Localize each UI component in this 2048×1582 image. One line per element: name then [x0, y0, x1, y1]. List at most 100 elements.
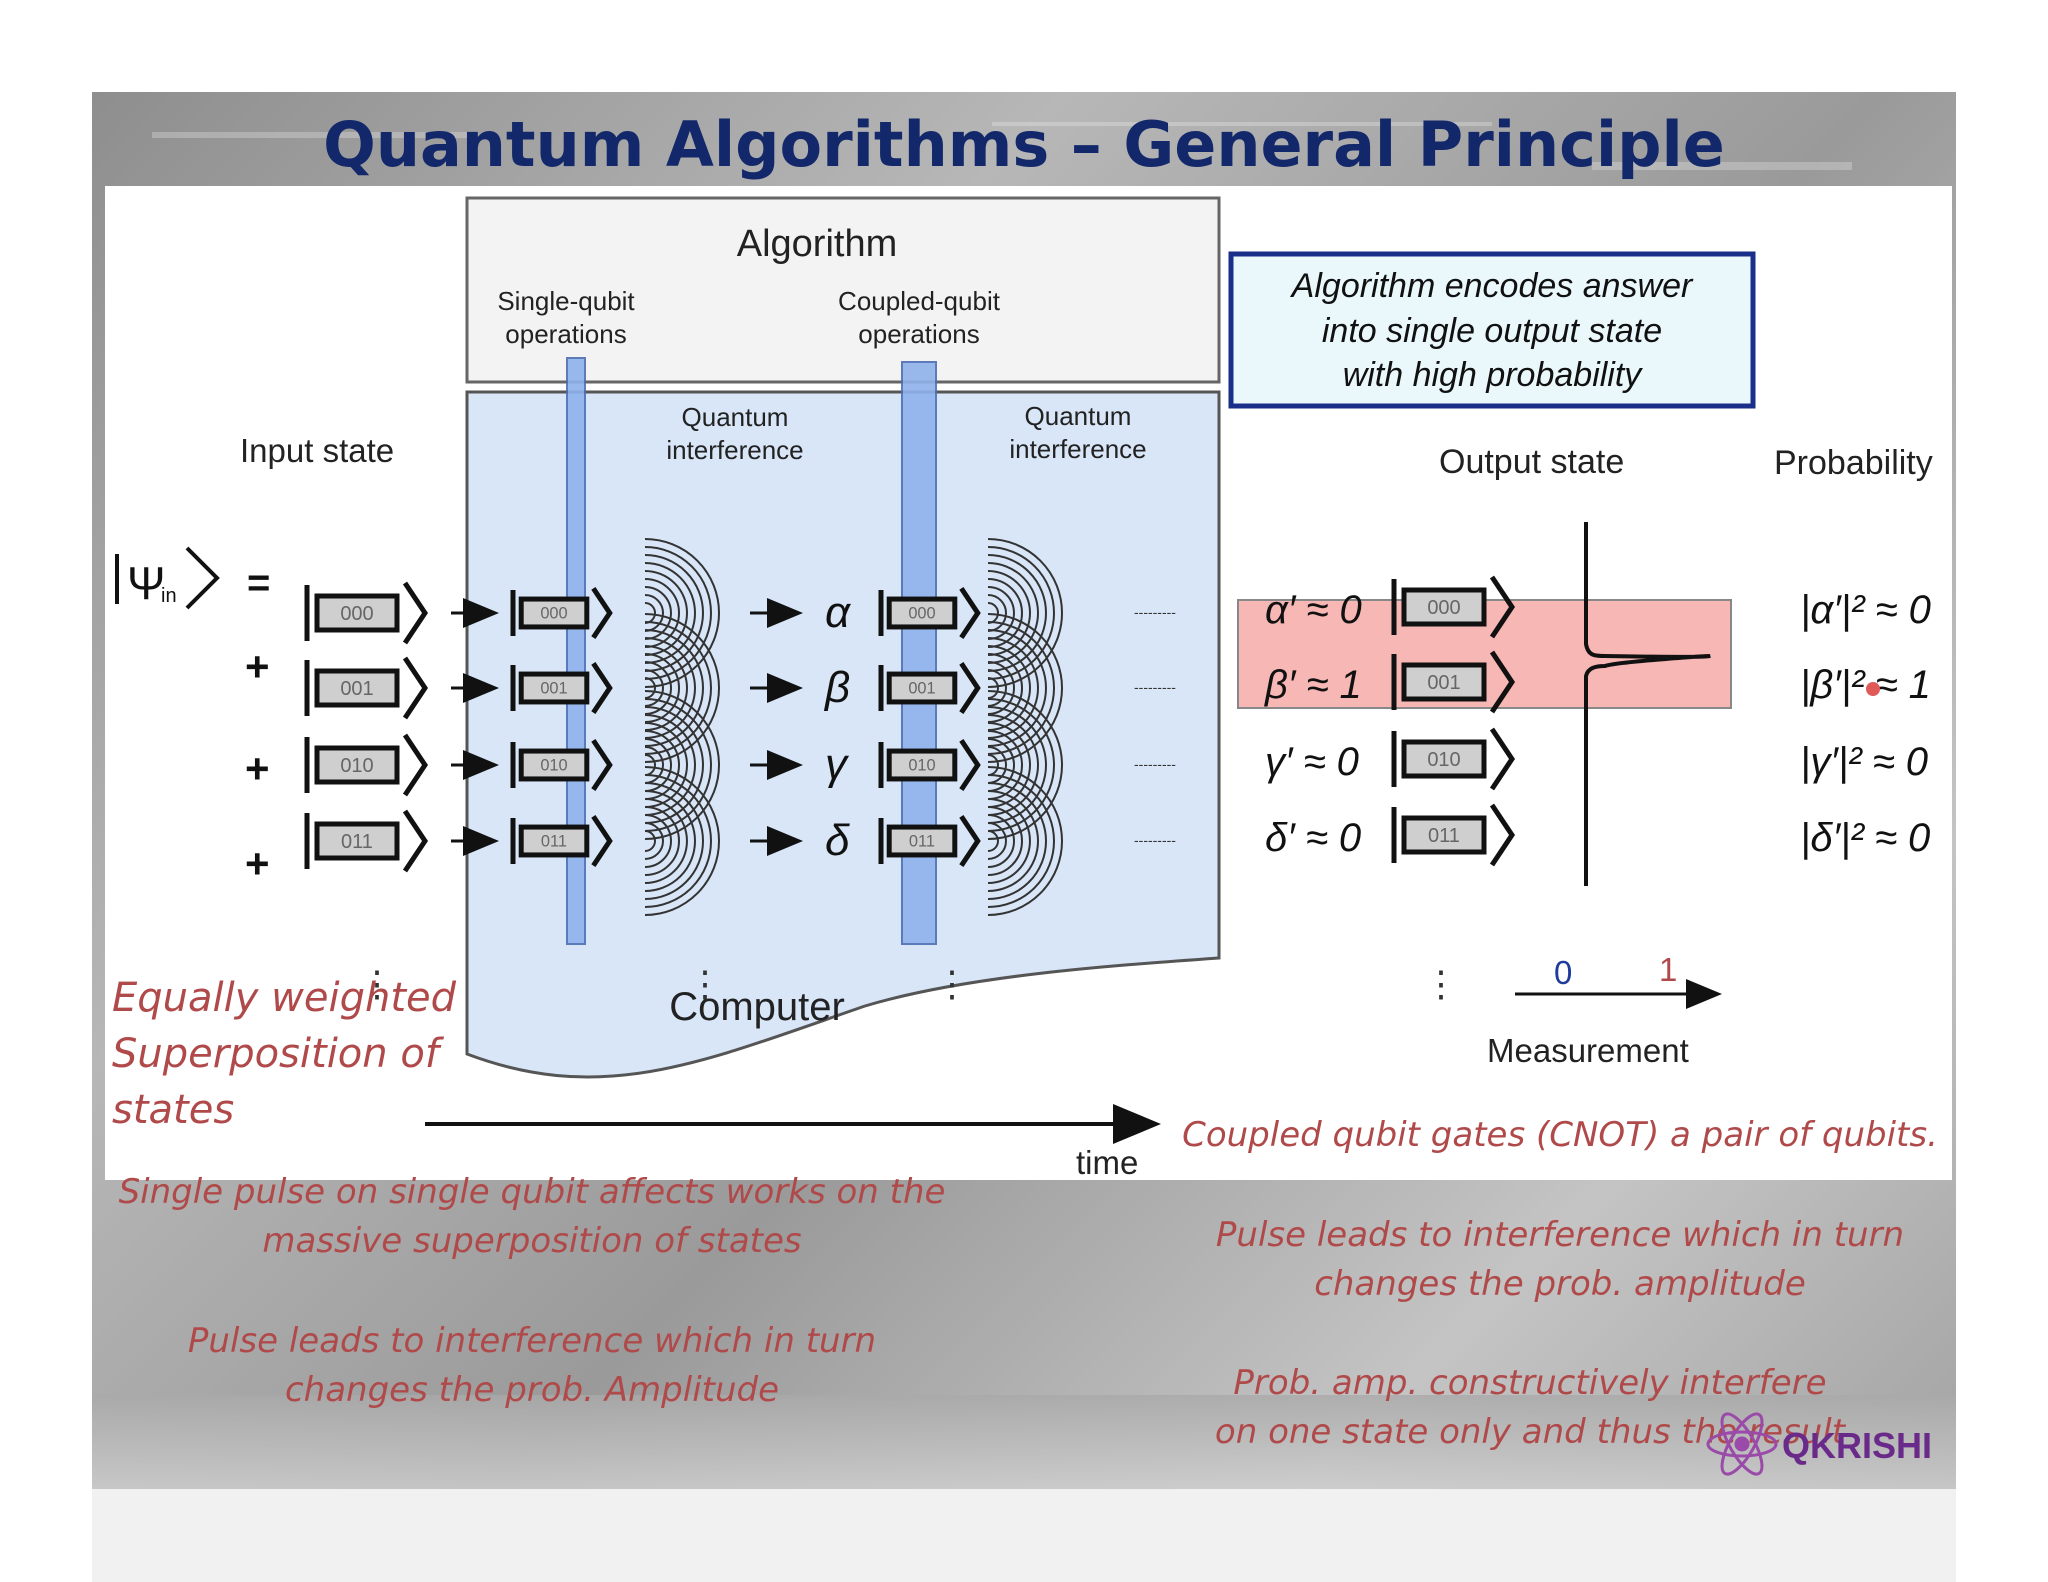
output-ket-000: 000 [1391, 575, 1516, 639]
diagram-panel: Algorithm Single-qubit operations Couple… [105, 186, 1952, 1181]
ket-bracket [959, 662, 981, 714]
output-ket-011: 011 [1391, 803, 1516, 867]
single-op-ket-000: 000 [510, 587, 613, 639]
measurement-line [1584, 522, 1711, 886]
time-label: time [1076, 1144, 1138, 1180]
ket-bracket [1489, 575, 1516, 639]
probability-3: |δ′|² ≈ 0 [1800, 816, 1930, 860]
qubit-register [1401, 815, 1487, 855]
single-op-kets: 000 001 010 011 [510, 587, 613, 867]
single-op-ket-011: 011 [510, 815, 613, 867]
wave-arc [987, 661, 1015, 715]
qubit-label: 011 [1428, 825, 1460, 847]
wave-arc [987, 790, 1039, 892]
input-ket-010: 010 [304, 733, 429, 797]
qubit-register [886, 596, 958, 630]
probability-2: |γ′|² ≈ 0 [1800, 740, 1928, 784]
atom-icon [1706, 1412, 1778, 1476]
amplitude-0: α [825, 588, 852, 637]
plus-sign-2: + [245, 745, 270, 792]
amplitude-3: δ [825, 816, 850, 865]
qubit-register [1401, 662, 1487, 702]
qubit-label: 000 [540, 605, 567, 623]
note-pulse-left-line-1: Pulse leads to interference which in tur… [187, 1321, 877, 1361]
output-amplitude-3: δ′ ≈ 0 [1265, 816, 1361, 860]
qubit-label: 011 [909, 833, 935, 851]
wave-arc [987, 766, 1063, 916]
amplitude-1: β [823, 663, 850, 712]
wave-arc [987, 578, 1023, 648]
probability-1: |β′|² ≈ 1 [1800, 663, 1931, 707]
note-prob-amp-line-1: Prob. amp. constructively interfere [1233, 1363, 1827, 1403]
wave-arc [644, 669, 664, 707]
wave-arc [644, 782, 704, 900]
ket-bracket [591, 815, 613, 867]
ket-bracket [402, 656, 429, 720]
note-coupled-gates: Coupled qubit gates (CNOT) a pair of qub… [1182, 1115, 1938, 1155]
output-amplitudes: α′ ≈ 0β′ ≈ 1γ′ ≈ 0δ′ ≈ 0 [1264, 588, 1362, 860]
wave-arc [644, 806, 680, 876]
wave-arc [644, 677, 656, 699]
plus-sign-3: + [245, 840, 270, 887]
wave-arc [987, 746, 1007, 784]
output-state-label: Output state [1439, 443, 1624, 481]
psi-subscript: in [161, 585, 177, 607]
probability-0: |α′|² ≈ 0 [1800, 588, 1931, 632]
input-ket-001: 001 [304, 656, 429, 720]
wave-arc [987, 782, 1047, 900]
wave-arc [644, 586, 672, 640]
wave-arc [987, 546, 1055, 680]
single-op-ket-010: 010 [510, 739, 613, 791]
wave-arc [644, 714, 696, 816]
wave-arc [987, 669, 1007, 707]
interference-label-2a: Quantum [1025, 401, 1132, 431]
qubit-label: 001 [340, 678, 373, 700]
ket-bracket [591, 587, 613, 639]
plus-sign-1: + [245, 643, 270, 690]
wave-arc [644, 738, 672, 792]
wave-arc [987, 714, 1039, 816]
qubit-label: 001 [540, 680, 567, 698]
wave-arc [644, 578, 680, 648]
interference-waves [644, 538, 1063, 916]
ket-bracket [959, 815, 981, 867]
wave-arc [644, 822, 664, 860]
equals-sign: = [247, 561, 270, 605]
slide-background-fade [92, 1395, 1956, 1489]
algorithm-box [465, 196, 1221, 384]
wave-arc [987, 822, 1007, 860]
ket-bracket [1489, 650, 1516, 714]
qubit-label: 010 [340, 755, 373, 777]
slide-bottom-strip [92, 1489, 1956, 1582]
qubit-label: 010 [1427, 749, 1460, 771]
input-state-label: Input state [240, 432, 394, 469]
wave-arc [987, 629, 1047, 747]
measurement-tick-1: 1 [1659, 951, 1677, 988]
input-ket-011: 011 [304, 809, 429, 873]
amplitude-ket-000: 000 [878, 587, 981, 639]
qubit-label: 000 [340, 603, 373, 625]
logo-text: QKRISHI [1782, 1425, 1932, 1466]
interference-label-1a: Quantum [682, 402, 789, 432]
trailing-dashes: ------------------------------------ [1134, 604, 1176, 848]
dash-trail-2: --------- [1134, 756, 1176, 772]
qubit-register [518, 596, 590, 630]
wave-arc [987, 738, 1015, 792]
qubit-label: 011 [541, 833, 567, 851]
single-op-ket-001: 001 [510, 662, 613, 714]
wave-arc [644, 774, 712, 908]
ket-bracket [591, 739, 613, 791]
wave-arc [644, 746, 664, 784]
wave-arc [644, 637, 696, 739]
qubit-register [518, 748, 590, 782]
probabilities: |α′|² ≈ 0 |β′|² ≈ 1 |γ′|² ≈ 0 |δ′|² ≈ 0 [1800, 588, 1931, 860]
ket-bracket [1489, 727, 1516, 791]
quantum-algorithm-diagram: Algorithm Single-qubit operations Couple… [115, 196, 1933, 1181]
wave-arc [644, 546, 712, 680]
interference-label-2b: interference [1009, 434, 1146, 464]
wave-arc [987, 774, 1055, 908]
coupled-qubit-label-2: operations [858, 319, 979, 349]
ellipsis-4: ⋮ [1423, 963, 1459, 1004]
ket-bracket [959, 739, 981, 791]
